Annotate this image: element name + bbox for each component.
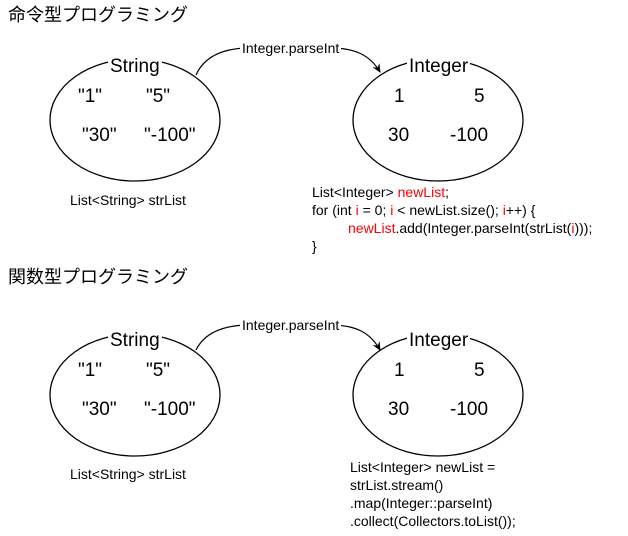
set-item: 30 bbox=[388, 125, 410, 146]
set-item: "30" bbox=[82, 399, 117, 420]
code-line: strList.stream() bbox=[350, 477, 444, 493]
string-set-ellipse bbox=[49, 333, 221, 457]
code-line: } bbox=[312, 238, 317, 254]
set-item: "5" bbox=[146, 86, 171, 107]
code-line: .map(Integer::parseInt) bbox=[350, 495, 493, 511]
set-item: 1 bbox=[394, 360, 405, 381]
set-label: String bbox=[108, 330, 162, 352]
set-item: 5 bbox=[474, 360, 485, 381]
set-item: "30" bbox=[82, 125, 117, 146]
section-title: 関数型プログラミング bbox=[8, 267, 188, 288]
set-item: "1" bbox=[78, 86, 103, 107]
arrow-label: Integer.parseInt bbox=[240, 317, 342, 333]
functional-code: List<Integer> newList = strList.stream().… bbox=[350, 458, 516, 530]
code-line: newList.add(Integer.parseInt(strList(i))… bbox=[348, 220, 593, 236]
set-item: 5 bbox=[474, 86, 485, 107]
set-caption: List<String> strList bbox=[70, 192, 186, 208]
set-item: 30 bbox=[388, 399, 410, 420]
section-title: 命令型プログラミング bbox=[8, 5, 188, 26]
set-item: 1 bbox=[394, 86, 405, 107]
set-item: -100 bbox=[450, 399, 489, 420]
code-line: .collect(Collectors.toList()); bbox=[350, 513, 516, 529]
set-item: "-100" bbox=[144, 125, 196, 146]
set-item: "1" bbox=[78, 360, 103, 381]
set-label: Integer bbox=[407, 56, 471, 78]
set-label: String bbox=[108, 56, 162, 78]
set-item: -100 bbox=[450, 125, 489, 146]
code-line: List<Integer> newList = bbox=[350, 459, 496, 475]
set-label: Integer bbox=[407, 330, 471, 352]
set-item: "5" bbox=[146, 360, 171, 381]
code-line: for (int i = 0; i < newList.size(); i++)… bbox=[312, 202, 536, 218]
code-line: List<Integer> newList; bbox=[312, 184, 449, 200]
arrow-label: Integer.parseInt bbox=[240, 40, 342, 56]
imperative-code: List<Integer> newList; for (int i = 0; i … bbox=[312, 183, 592, 255]
set-caption: List<String> strList bbox=[70, 466, 186, 482]
integer-set-ellipse bbox=[352, 333, 524, 457]
set-item: "-100" bbox=[144, 399, 196, 420]
